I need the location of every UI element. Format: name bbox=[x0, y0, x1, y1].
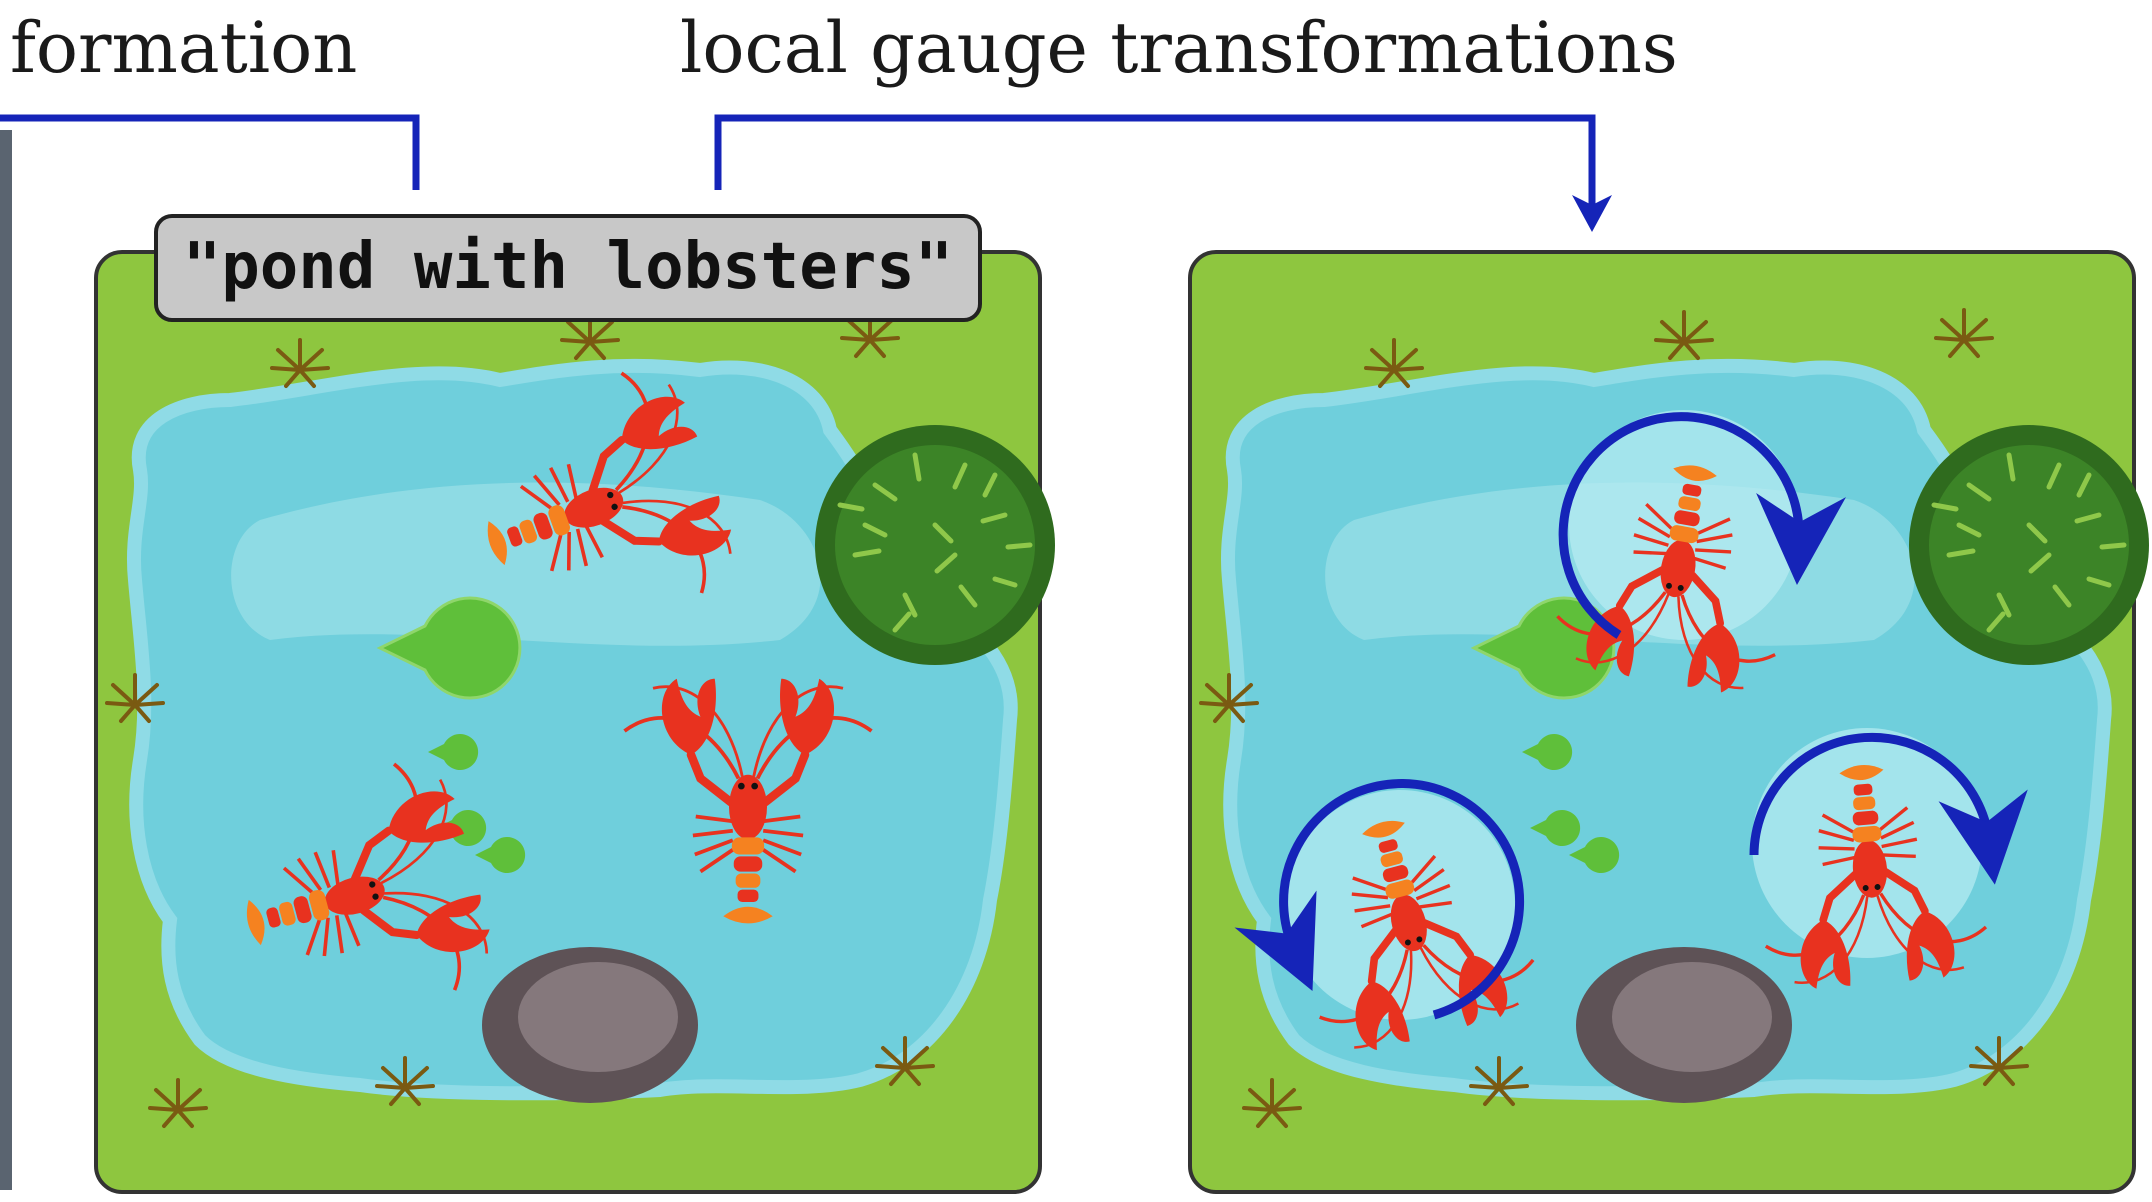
rock-icon bbox=[482, 947, 698, 1103]
header-local-gauge: local gauge transformations bbox=[680, 7, 1678, 89]
left-edge-strip bbox=[0, 130, 12, 1190]
left-bracket-line bbox=[0, 118, 416, 190]
right-bracket-line bbox=[718, 118, 1592, 215]
bracket-lines bbox=[0, 118, 1592, 215]
bush-icon bbox=[815, 425, 1055, 665]
pond-label-box: "pond with lobsters" bbox=[156, 216, 980, 320]
panel-transformed bbox=[1190, 252, 2149, 1192]
bush-icon bbox=[1909, 425, 2149, 665]
pond-label: "pond with lobsters" bbox=[183, 230, 954, 304]
header-left-partial: formation bbox=[10, 7, 357, 89]
panel-original bbox=[96, 252, 1055, 1192]
rock-icon bbox=[1576, 947, 1792, 1103]
water-highlight bbox=[231, 483, 820, 646]
